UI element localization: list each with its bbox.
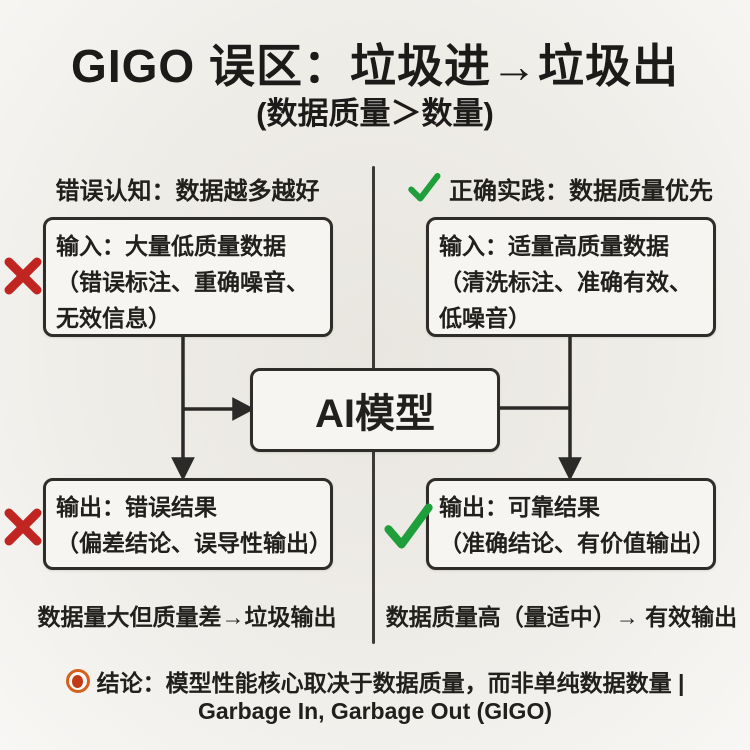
right-input-line: 输入：适量高质量数据	[439, 233, 669, 259]
page-subtitle: (数据质量＞数量)	[256, 96, 494, 131]
conclusion-text: 结论：模型性能核心取决于数据质量，而非单纯数据数量 |	[96, 670, 685, 696]
right-output-line: 输出：可靠结果	[439, 494, 600, 520]
left-input-line: 输入：大量低质量数据	[56, 233, 286, 259]
arrowhead-left-down	[171, 457, 195, 481]
cross-icon	[4, 508, 42, 546]
ai-model-box: AI模型	[250, 368, 500, 452]
arrowhead-right-down	[558, 457, 582, 481]
arrowhead-left-right	[232, 397, 255, 421]
right-header-label: 正确实践：数据质量优先	[449, 177, 713, 205]
left-output-line: 输出：错误结果	[56, 494, 217, 520]
right-output-box: 输出：可靠结果 （准确结论、有价值输出）	[426, 478, 716, 570]
check-icon	[408, 173, 441, 202]
page-title: GIGO 误区：垃圾进→垃圾出	[71, 40, 679, 92]
bullseye-icon	[65, 669, 90, 693]
cross-icon	[4, 257, 42, 295]
right-column-header: 正确实践：数据质量优先	[382, 168, 737, 208]
conclusion-english: Garbage In, Garbage Out (GIGO)	[198, 698, 552, 724]
check-icon	[384, 503, 433, 549]
right-input-line: 低噪音）	[439, 305, 531, 331]
right-input-box: 输入：适量高质量数据 （清洗标注、准确有效、 低噪音）	[426, 217, 716, 337]
left-input-line: 无效信息）	[56, 305, 171, 331]
left-column-header: 错误认知：数据越多越好	[15, 168, 360, 208]
conclusion-row: 结论：模型性能核心取决于数据质量，而非单纯数据数量 |	[0, 664, 750, 698]
left-output-box: 输出：错误结果 （偏差结论、误导性输出）	[43, 478, 333, 570]
left-output-line: （偏差结论、误导性输出）	[56, 530, 332, 556]
left-header-label: 错误认知：数据越多越好	[55, 177, 320, 205]
left-input-line: （错误标注、重确噪音、	[56, 269, 309, 295]
right-output-line: （准确结论、有价值输出）	[439, 530, 715, 556]
ai-model-label: AI模型	[315, 392, 435, 436]
left-input-box: 输入：大量低质量数据 （错误标注、重确噪音、 无效信息）	[43, 217, 333, 337]
right-input-line: （清洗标注、准确有效、	[439, 269, 692, 295]
left-column-summary: 数据量大但质量差→垃圾输出	[37, 604, 337, 630]
right-column-summary: 数据质量高（量适中）→ 有效输出	[385, 604, 738, 630]
